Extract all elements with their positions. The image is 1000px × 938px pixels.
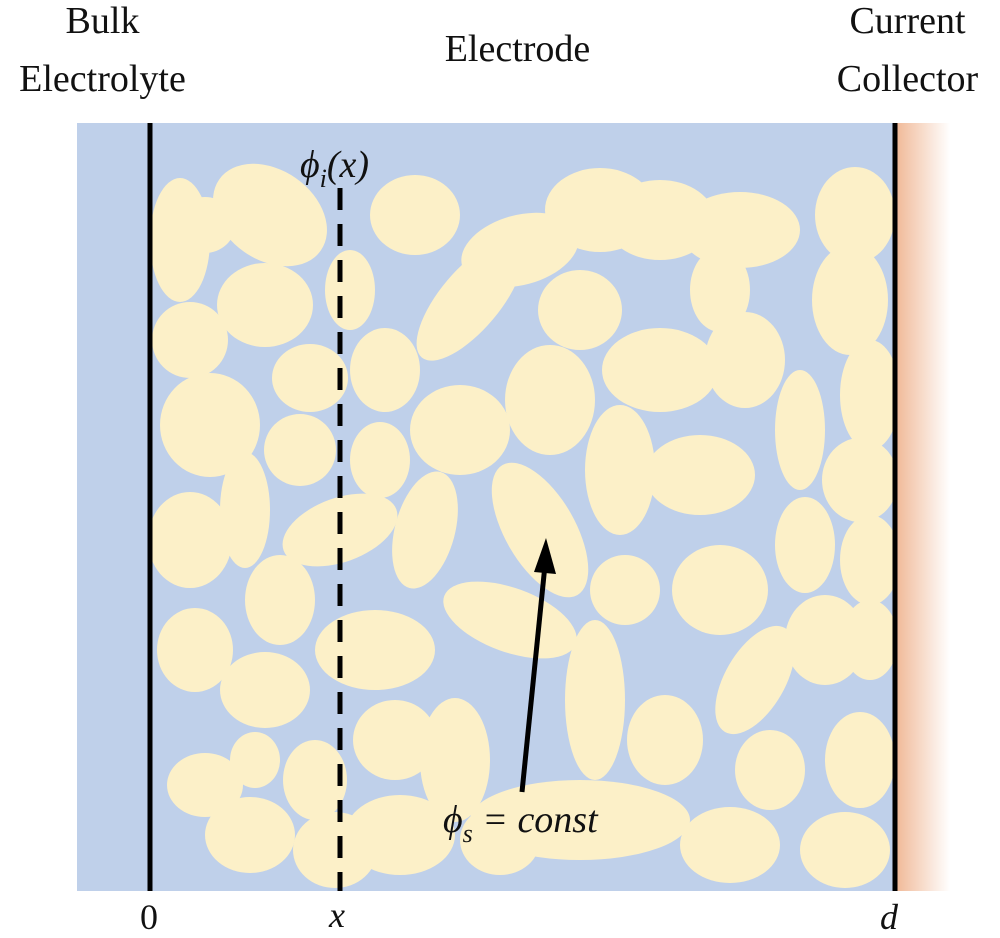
axis-label-d: d xyxy=(880,897,898,937)
electrode-label: Electrode xyxy=(444,28,591,70)
phi-i-label: ϕi(x) xyxy=(300,143,369,194)
current-collector-label: Current Collector xyxy=(815,2,1000,98)
phi-i-subscript: i xyxy=(319,164,327,193)
collector-label-line2: Collector xyxy=(836,58,979,100)
axis-label-x: x xyxy=(329,895,345,935)
phi-i-symbol: ϕ xyxy=(300,144,320,186)
phi-s-arrow-head xyxy=(534,538,556,574)
current-collector-region xyxy=(895,123,950,891)
phi-i-argument: (x) xyxy=(326,144,370,186)
axis-label-zero: 0 xyxy=(140,897,158,937)
active-particles xyxy=(150,163,895,888)
phi-s-symbol: ϕ xyxy=(443,799,463,841)
collector-label-line1: Current xyxy=(849,0,966,42)
phi-s-equation: = const xyxy=(472,799,598,841)
phi-s-arrow xyxy=(519,564,548,793)
bulk-electrolyte-label: Bulk Electrolyte xyxy=(0,2,205,98)
phi-s-label: ϕs = const xyxy=(443,798,598,849)
bulk-label-line1: Bulk xyxy=(65,0,140,42)
bulk-label-line2: Electrolyte xyxy=(19,58,186,100)
phi-s-subscript: s xyxy=(462,819,473,848)
